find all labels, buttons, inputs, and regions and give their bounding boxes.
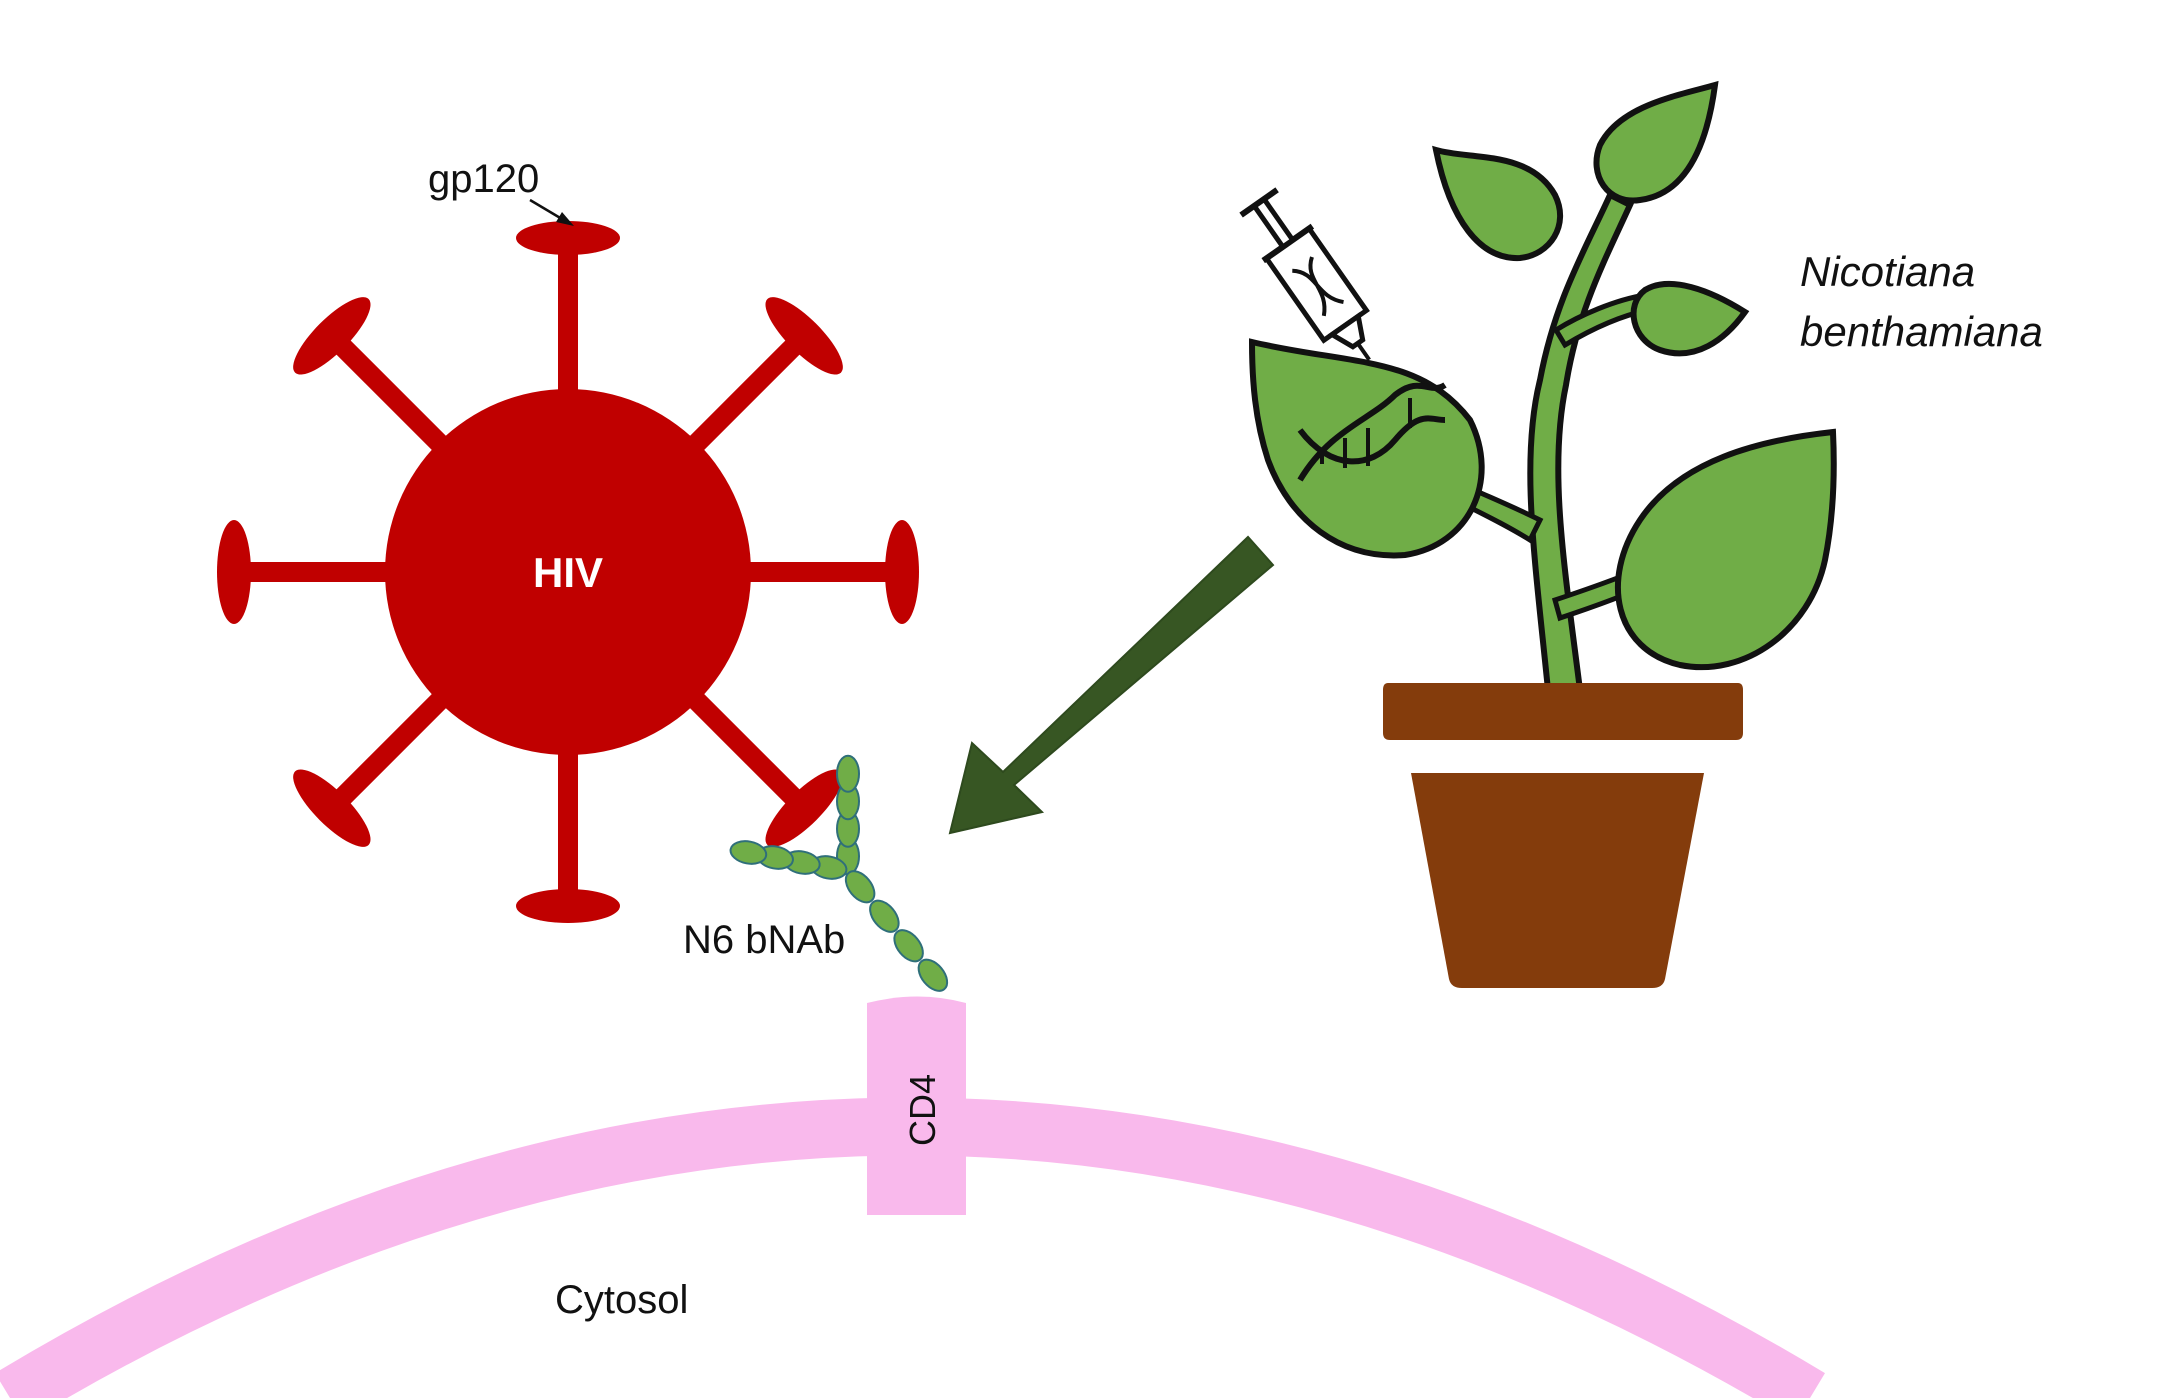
antibody-label: N6 bNAb bbox=[683, 918, 845, 962]
cd4-label: CD4 bbox=[902, 1074, 943, 1146]
leaf-mid-left bbox=[1432, 145, 1563, 262]
cytosol-label: Cytosol bbox=[555, 1278, 688, 1322]
gp120-spike-cap bbox=[293, 769, 371, 847]
antibody-domain bbox=[869, 899, 900, 933]
gp120-label: gp120 bbox=[428, 157, 539, 201]
plant-stem bbox=[1527, 190, 1634, 693]
gp120-spike-cap bbox=[765, 769, 843, 847]
cd4-receptor bbox=[867, 996, 966, 1215]
gp120-spike-cap bbox=[293, 297, 371, 375]
leaf-top bbox=[1593, 80, 1719, 204]
gp120-spike-cap bbox=[516, 889, 620, 923]
syringe-icon bbox=[1239, 187, 1371, 361]
gp120-spike-cap bbox=[765, 297, 843, 375]
n6-bnab-antibody bbox=[729, 754, 949, 992]
antibody-domain bbox=[844, 870, 876, 904]
leaf-large-right bbox=[1615, 428, 1837, 671]
tobacco-plant bbox=[1248, 80, 1837, 693]
gp120-spike-cap bbox=[516, 221, 620, 255]
plant-species-line1: Nicotiana bbox=[1800, 248, 1975, 295]
antibody-domain bbox=[836, 754, 860, 793]
plant-species-line2: benthamiana bbox=[1800, 308, 2043, 355]
dna-icon bbox=[1297, 382, 1447, 482]
gp120-pointer-head bbox=[556, 212, 574, 226]
hiv-virion bbox=[217, 221, 919, 923]
plant-pot bbox=[1383, 683, 1743, 988]
gp120-spike-cap bbox=[885, 520, 919, 624]
gp120-spike-cap bbox=[217, 520, 251, 624]
hiv-core bbox=[385, 389, 751, 755]
production-arrow bbox=[948, 535, 1275, 835]
antibody-domain bbox=[917, 958, 949, 992]
antibody-domain bbox=[729, 840, 768, 865]
hiv-label: HIV bbox=[533, 549, 603, 596]
leaf-mid-right bbox=[1630, 280, 1750, 357]
antibody-domain bbox=[893, 929, 924, 963]
